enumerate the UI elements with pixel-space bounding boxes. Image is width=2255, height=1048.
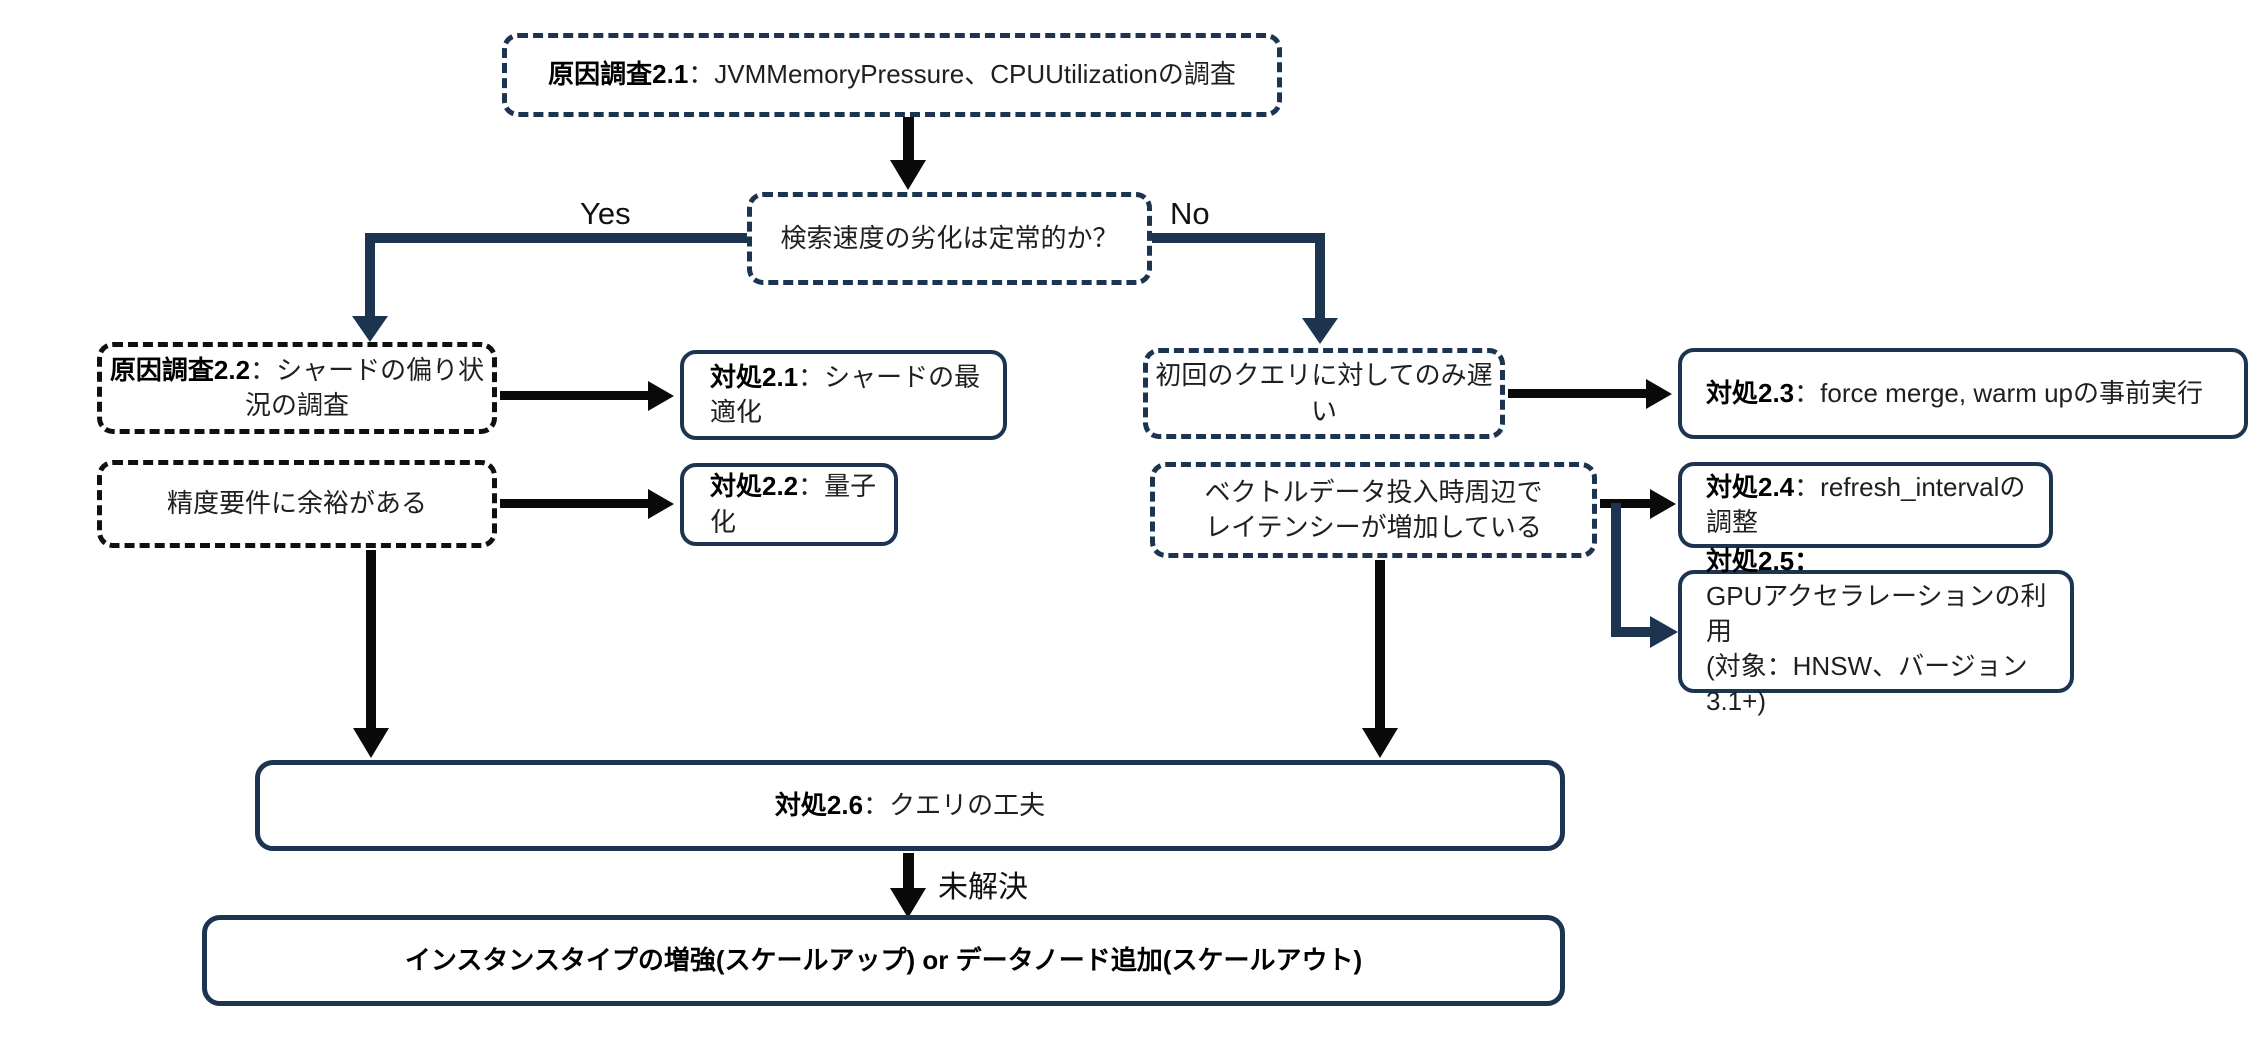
edge-yes-arrowhead xyxy=(352,316,388,342)
arrow-act26-to-scale-shaft xyxy=(903,853,914,890)
edge-label-no: No xyxy=(1170,196,1210,231)
node-action-2-5: 対処2.5： GPUアクセラレーションの利用 (対象：HNSW、バージョン3.1… xyxy=(1678,546,2074,716)
node-label: 対処2.4：refresh_intervalの調整 xyxy=(1706,471,2026,537)
edge-accuracy-to-act26-shaft xyxy=(366,550,376,730)
arrow-accuracy-to-act22-head xyxy=(648,489,674,519)
node-scale-up-or-out: インスタンスタイプの増強(スケールアップ) or データノード追加(スケールアウ… xyxy=(202,915,1565,1006)
node-decision-degradation-steady: 検索速度の劣化は定常的か？ xyxy=(747,192,1152,285)
arrow-vector-to-act24-head xyxy=(1650,489,1676,519)
arrow-top-to-decision-shaft xyxy=(903,117,914,161)
node-vector-ingest-latency: ベクトルデータ投入時周辺で レイテンシーが増加している xyxy=(1150,462,1597,558)
arrow-firstquery-to-act23-shaft xyxy=(1508,389,1648,398)
arrow-top-to-decision-head xyxy=(890,160,926,190)
arrow-firstquery-to-act23-head xyxy=(1646,379,1672,409)
node-label: インスタンスタイプの増強(スケールアップ) or データノード追加(スケールアウ… xyxy=(404,944,1363,975)
arrow-act26-to-scale-head xyxy=(890,888,926,918)
arrow-inv22-to-act21-head xyxy=(648,381,674,411)
edge-yes-horizontal xyxy=(365,233,747,243)
edge-vector-to-act25-horizontal xyxy=(1611,627,1653,637)
edge-vector-to-act25-vertical xyxy=(1611,503,1621,632)
edge-label-unresolved: 未解決 xyxy=(938,871,1028,904)
node-action-2-2: 対処2.2：量子化 xyxy=(680,463,898,546)
node-label: 対処2.3：force merge, warm upの事前実行 xyxy=(1706,377,2204,408)
node-label: 原因調査2.1：JVMMemoryPressure、CPUUtilization… xyxy=(548,59,1236,90)
node-label: 検索速度の劣化は定常的か？ xyxy=(780,222,1119,253)
node-label-line2: GPUアクセラレーションの利用 xyxy=(1706,580,2047,646)
arrow-inv22-to-act21-shaft xyxy=(500,391,650,400)
edge-vector-to-act25-head xyxy=(1650,616,1678,648)
node-action-2-3: 対処2.3：force merge, warm upの事前実行 xyxy=(1678,348,2248,439)
node-label: 精度要件に余裕がある xyxy=(166,488,427,519)
node-label-line2: レイテンシーが増加している xyxy=(1205,512,1542,542)
node-label: 対処2.6：クエリの工夫 xyxy=(774,789,1046,820)
edge-yes-vertical xyxy=(365,233,375,318)
node-label: 対処2.1：シャードの最適化 xyxy=(710,361,981,427)
node-action-2-4: 対処2.4：refresh_intervalの調整 xyxy=(1678,462,2053,548)
arrow-vector-to-act24-shaft xyxy=(1600,499,1652,508)
edge-vector-to-act26-head xyxy=(1362,728,1398,758)
node-action-2-6: 対処2.6：クエリの工夫 xyxy=(255,760,1565,851)
edge-accuracy-to-act26-head xyxy=(353,728,389,758)
edge-no-vertical xyxy=(1315,233,1325,318)
arrow-accuracy-to-act22-shaft xyxy=(500,499,650,508)
node-investigate-2-1: 原因調査2.1：JVMMemoryPressure、CPUUtilization… xyxy=(502,33,1282,117)
node-label: 初回のクエリに対してのみ遅い xyxy=(1155,360,1493,426)
edge-no-arrowhead xyxy=(1302,318,1338,344)
node-investigate-2-2: 原因調査2.2：シャードの偏り状況の調査 xyxy=(97,342,497,434)
edge-vector-to-act26-shaft xyxy=(1375,560,1385,730)
node-accuracy-margin: 精度要件に余裕がある xyxy=(97,460,497,548)
edge-no-horizontal xyxy=(1152,233,1325,243)
node-action-2-1: 対処2.1：シャードの最適化 xyxy=(680,350,1007,440)
node-first-query-slow: 初回のクエリに対してのみ遅い xyxy=(1143,348,1505,439)
node-label: 原因調査2.2：シャードの偏り状況の調査 xyxy=(109,354,485,420)
node-label-line1: 対処2.5： xyxy=(1706,545,1821,576)
edge-label-yes: Yes xyxy=(580,196,631,231)
node-label-line3: (対象：HNSW、バージョン3.1+) xyxy=(1706,651,2028,717)
node-label-line1: ベクトルデータ投入時周辺で xyxy=(1204,476,1543,507)
node-label: 対処2.2：量子化 xyxy=(710,471,877,537)
